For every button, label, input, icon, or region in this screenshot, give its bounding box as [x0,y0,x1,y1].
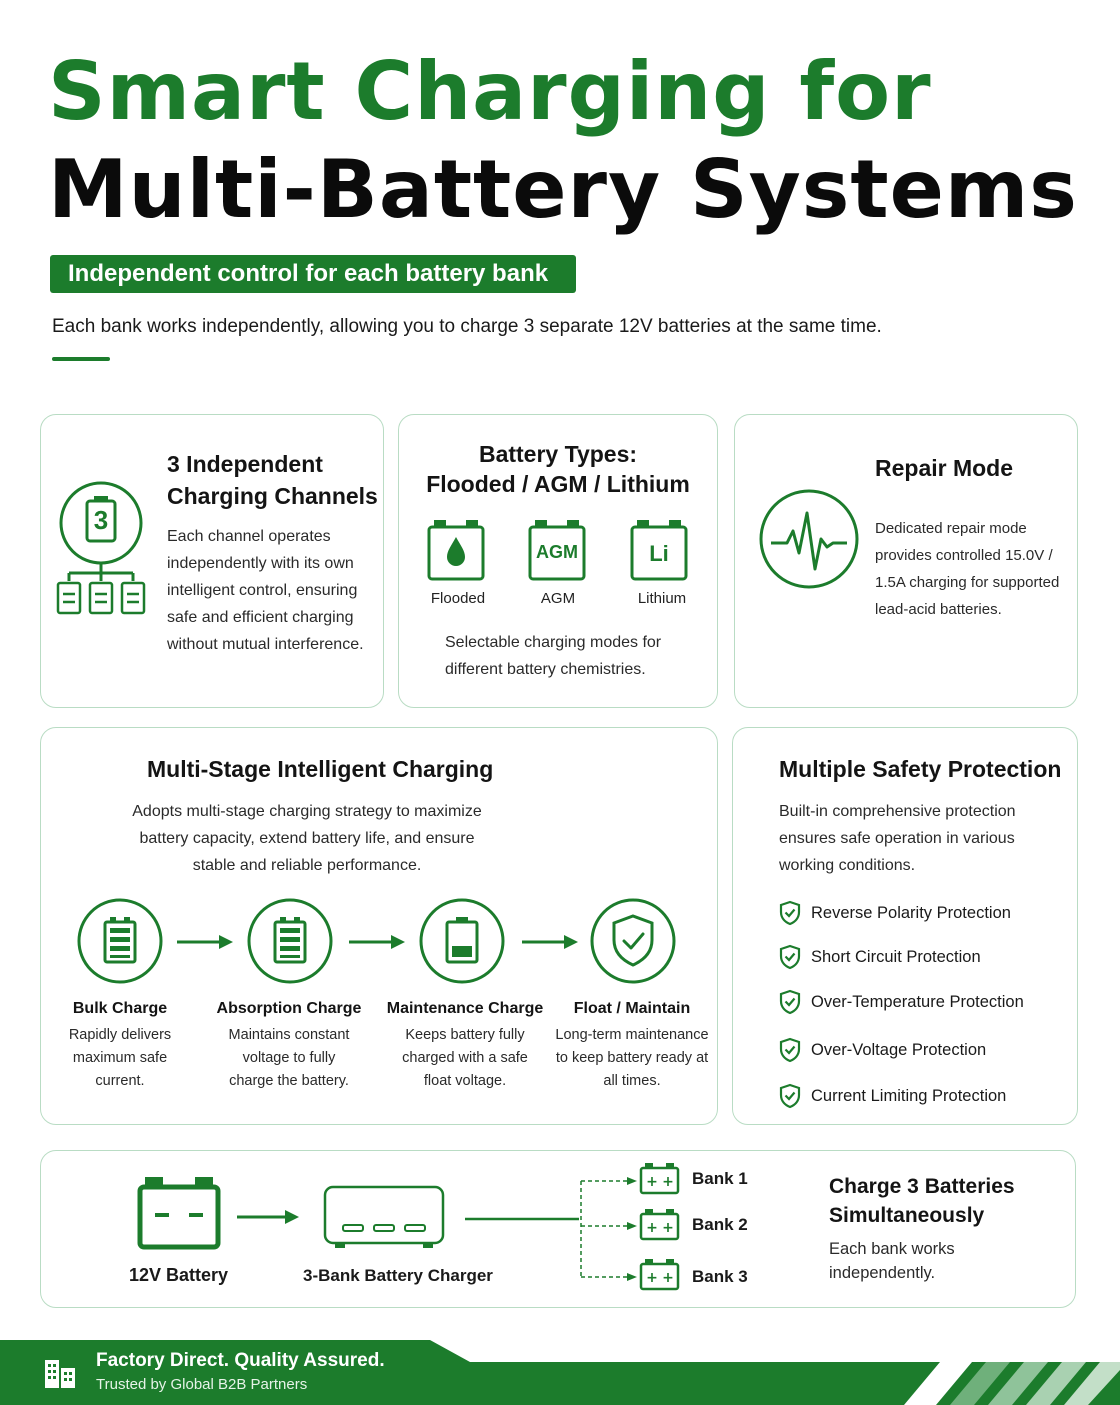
channels-card: 3 3 Independent Charging Channels Each c… [40,414,384,708]
channels-description: Each channel operates independently with… [167,528,364,653]
bank-diagram-card: ++ ++ ++ Bank 1 Bank 2 Bank 3 12V Batter… [40,1150,1076,1308]
summary-description: Each bank works independently. [829,1240,955,1282]
page-title-line2: Multi-Battery Systems [48,143,1078,236]
agm-mark: AGM [536,542,578,562]
bank-label: Bank 3 [692,1267,748,1286]
safety-title: Multiple Safety Protection [779,756,1062,782]
safety-item: Over-Temperature Protection [811,993,1024,1011]
multistage-description: Adopts multi-stage charging strategy to … [132,803,482,874]
lithium-battery-icon [630,520,688,581]
channels-icon [56,481,146,615]
svg-text:+: + [646,1174,658,1190]
shield-check-icon [590,898,676,984]
type-label-flooded: Flooded [430,590,486,607]
bank-label: Bank 2 [692,1215,748,1234]
stage-text-float: Long-term maintenance to keep battery re… [555,1027,709,1089]
stage-title-bulk: Bulk Charge [72,1000,168,1017]
charger-icon [323,1185,445,1248]
types-description: Selectable charging modes for different … [445,634,662,678]
safety-item: Reverse Polarity Protection [811,904,1011,922]
battery-icon [137,1177,221,1250]
charger-label: 3-Bank Battery Charger [303,1266,493,1285]
shield-check-icon [779,944,801,970]
stage-text-bulk: Rapidly delivers maximum safe current. [68,1027,172,1089]
safety-item: Current Limiting Protection [811,1087,1007,1105]
droplet-icon [427,520,485,581]
svg-text:+: + [662,1220,674,1236]
shield-check-icon [779,1037,801,1063]
shield-check-icon [779,989,801,1015]
page-title-line1: Smart Charging for [48,45,932,138]
channels-title-line2: Charging Channels [167,483,378,509]
repair-description: Dedicated repair mode provides controlle… [875,520,1060,618]
safety-description: Built-in comprehensive protection ensure… [779,803,1016,874]
summary-title-line1: Charge 3 Batteries [829,1175,1015,1198]
stage-title-maintenance: Maintenance Charge [386,1000,544,1017]
stage-text-absorption: Maintains constant voltage to fully char… [228,1027,350,1089]
shield-check-icon [779,900,801,926]
footer-title: Factory Direct. Quality Assured. [96,1350,385,1371]
bulk-charge-icon [77,898,163,984]
lithium-mark: Li [649,541,669,566]
safety-card: Multiple Safety Protection Built-in comp… [732,727,1078,1125]
maintenance-charge-icon [419,898,505,984]
bank-battery-icon: ++ [639,1163,680,1195]
bank-battery-icon: ++ [639,1259,680,1291]
battery-label: 12V Battery [129,1265,229,1285]
pulse-icon [759,489,859,589]
bank-battery-icon: ++ [639,1209,680,1241]
bank-connector-lines [465,1177,637,1281]
agm-battery-icon [528,520,586,581]
absorption-charge-icon [247,898,333,984]
multistage-card: Multi-Stage Intelligent Charging Adopts … [40,727,718,1125]
svg-text:+: + [646,1270,658,1286]
tagline-badge: Independent control for each battery ban… [50,255,576,293]
bank-label: Bank 1 [692,1169,748,1188]
svg-text:+: + [646,1220,658,1236]
types-title-line2: Flooded / AGM / Lithium [426,471,690,497]
type-label-agm: AGM [540,590,576,607]
types-title-line1: Battery Types: [478,441,638,467]
repair-mode-card: Repair Mode Dedicated repair mode provid… [734,414,1078,708]
svg-text:+: + [662,1270,674,1286]
building-icon [45,1360,75,1388]
divider [52,357,110,361]
battery-types-card: Battery Types: Flooded / AGM / Lithium A… [398,414,718,708]
stage-title-float: Float / Maintain [573,1000,691,1017]
type-label-lithium: Lithium [637,590,687,607]
arrow-right-icon [522,935,578,949]
stage-title-absorption: Absorption Charge [216,1000,362,1017]
intro-text: Each bank works independently, allowing … [52,316,882,337]
repair-title: Repair Mode [875,455,1014,481]
multistage-title: Multi-Stage Intelligent Charging [147,756,494,782]
arrow-right-icon [237,1210,299,1224]
safety-item: Short Circuit Protection [811,948,981,966]
arrow-right-icon [349,935,405,949]
channel-count-badge: 3 [93,505,109,535]
footer-subtitle: Trusted by Global B2B Partners [96,1376,308,1393]
channels-title-line1: 3 Independent [167,451,323,477]
svg-text:+: + [662,1174,674,1190]
arrow-right-icon [177,935,233,949]
safety-item: Over-Voltage Protection [811,1041,987,1059]
summary-title-line2: Simultaneously [829,1204,985,1227]
stage-text-maintenance: Keeps battery fully charged with a safe … [402,1027,528,1089]
footer-banner [0,1340,1120,1405]
shield-check-icon [779,1083,801,1109]
